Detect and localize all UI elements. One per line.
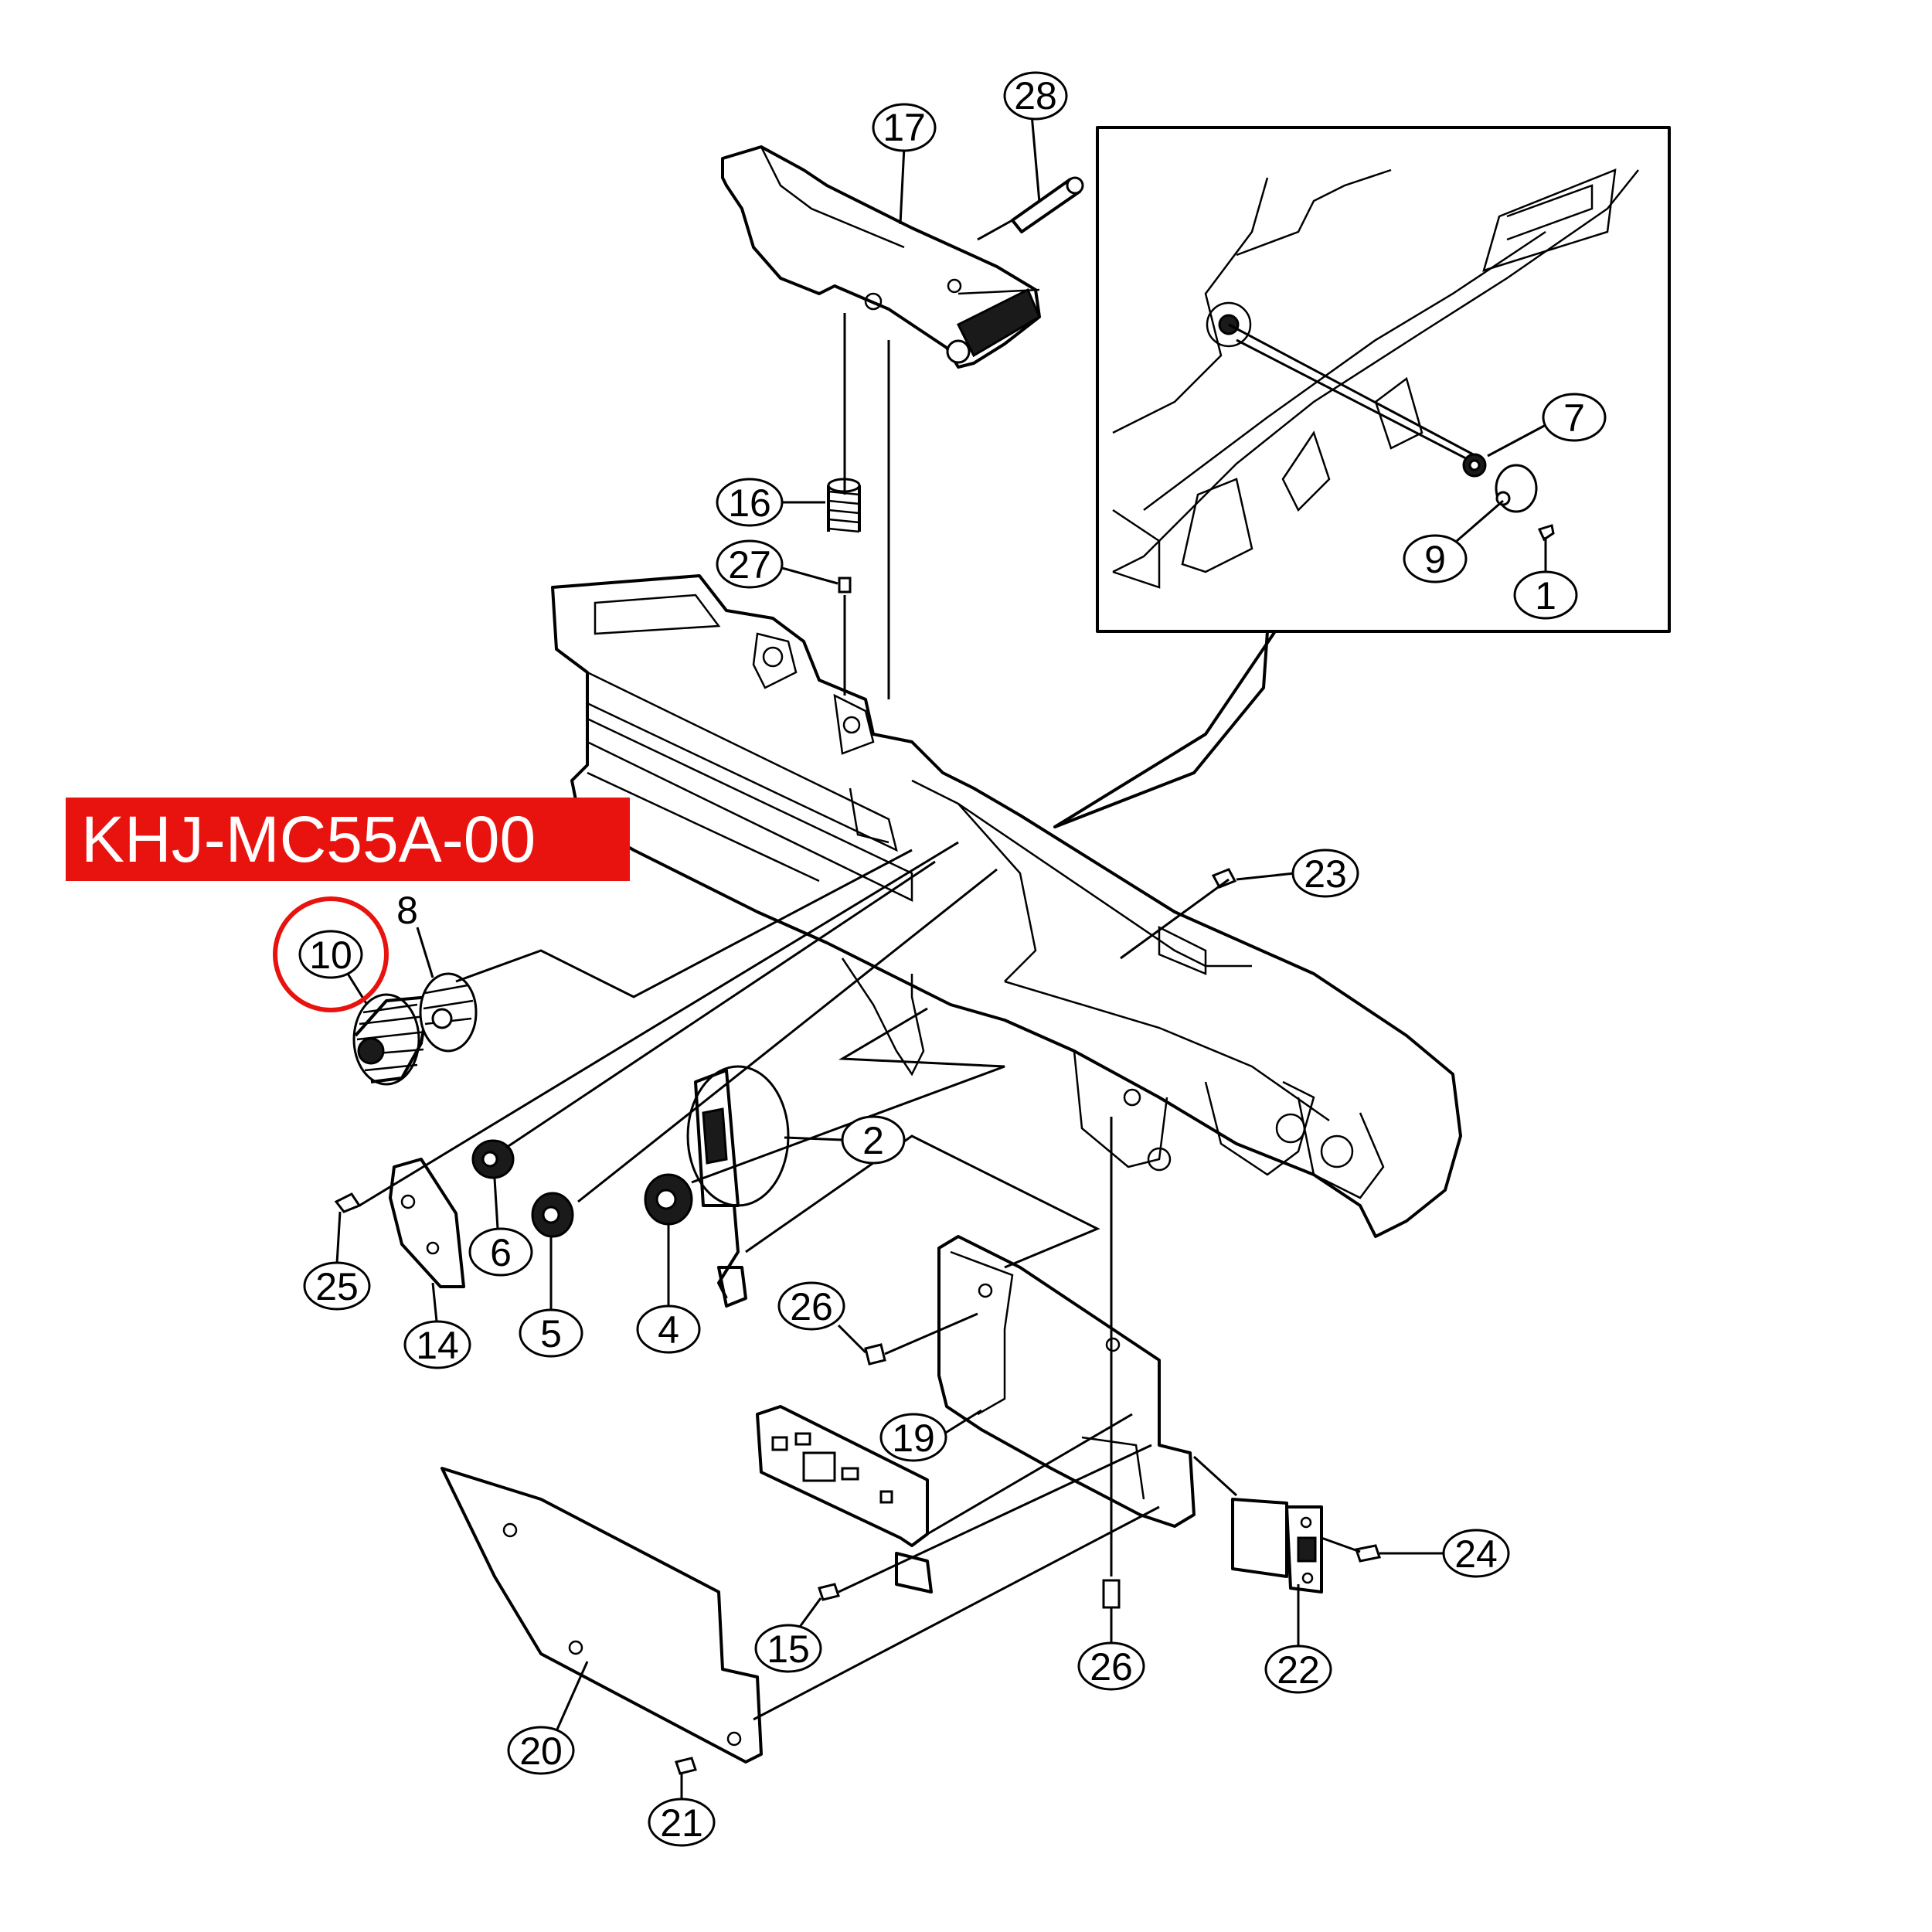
callout-1: 1 [1513, 537, 1578, 620]
callout-2: 2 [784, 1115, 906, 1165]
screw-part-1 [1537, 524, 1555, 542]
roller-part-10 [352, 993, 430, 1086]
upper-lever-part-17 [721, 145, 1041, 369]
callout-label-26b: 26 [1090, 1645, 1133, 1689]
gear-part-7 [1462, 453, 1487, 478]
callout-label-9: 9 [1424, 538, 1446, 581]
callout-14: 14 [403, 1282, 471, 1369]
callout-label-7: 7 [1563, 396, 1585, 440]
screw-part-16 [818, 1583, 840, 1601]
callout-label-26a: 26 [790, 1285, 833, 1328]
part-number-banner: KHJ-MC55A-00 [66, 798, 630, 881]
bracket-frame-part-19 [937, 1235, 1196, 1528]
callouts: 28 17 16 27 [273, 71, 1607, 1847]
callout-label-23: 23 [1304, 852, 1347, 896]
callout-label-10: 10 [309, 934, 352, 977]
screw-part-26b [1102, 1579, 1121, 1609]
callout-20: 20 [507, 1661, 589, 1775]
connector-part-22 [1231, 1498, 1323, 1594]
callout-label-4: 4 [658, 1308, 679, 1352]
callout-19: 19 [879, 1409, 982, 1462]
screw-part-23 [1211, 868, 1237, 889]
callout-label-17: 17 [883, 106, 926, 149]
callout-25: 25 [303, 1211, 371, 1311]
callout-label-20: 20 [519, 1730, 563, 1773]
callout-8: 8 [396, 889, 434, 978]
callout-21: 21 [648, 1774, 716, 1847]
callout-label-6: 6 [490, 1231, 512, 1274]
callout-9: 9 [1403, 499, 1504, 583]
set-screw-part-27 [838, 577, 852, 594]
gear-part-4 [644, 1173, 693, 1226]
callout-label-1: 1 [1535, 574, 1556, 617]
callout-label-24: 24 [1454, 1532, 1498, 1576]
disc-part-9 [1495, 464, 1538, 513]
callout-6: 6 [468, 1178, 533, 1277]
callout-27: 27 [716, 539, 838, 589]
callout-16: 15 [754, 1597, 822, 1673]
callout-label-14: 14 [416, 1324, 459, 1367]
assembly-lines [359, 219, 1361, 1721]
callout-label-15: 16 [728, 481, 771, 525]
callout-label-2: 2 [862, 1119, 884, 1162]
callout-28: 28 [1003, 71, 1068, 203]
pin-part-28 [1011, 176, 1084, 233]
callout-label-8: 8 [396, 889, 418, 932]
callout-label-22: 22 [1277, 1648, 1320, 1692]
callout-label-5: 5 [540, 1312, 562, 1355]
callout-4: 4 [636, 1225, 701, 1354]
highlight-ring [273, 896, 389, 1012]
callout-label-25: 25 [315, 1265, 359, 1308]
callout-label-21: 21 [660, 1801, 703, 1845]
callout-22: 22 [1264, 1584, 1332, 1694]
motor-part-2 [686, 1065, 790, 1308]
screw-part-26a [864, 1343, 886, 1366]
callout-label-27: 27 [728, 543, 771, 587]
roller-part-8 [419, 972, 478, 1053]
detail-inset [1053, 126, 1671, 828]
cover-plate-part-20 [440, 1467, 763, 1764]
screw-part-24 [1355, 1544, 1381, 1563]
gear-part-6 [471, 860, 936, 1179]
callout-label-28: 28 [1014, 74, 1057, 117]
circuit-board [756, 1405, 933, 1594]
screw-part-21 [675, 1757, 697, 1775]
callout-17: 17 [872, 103, 937, 225]
callout-5: 5 [519, 1236, 583, 1358]
screw-part-25 [334, 1192, 362, 1213]
gear-part-5 [531, 1192, 574, 1238]
bracket-part-14 [389, 1158, 465, 1288]
callout-7: 7 [1487, 393, 1607, 457]
callout-26b: 26 [1077, 1607, 1145, 1691]
feeder-frame [551, 574, 1462, 1238]
callout-label-19: 19 [892, 1417, 935, 1460]
callout-26a: 26 [777, 1281, 867, 1354]
callout-23: 23 [1236, 849, 1359, 898]
callout-label-16: 15 [767, 1628, 810, 1671]
callout-10: 10 [273, 896, 389, 1012]
callout-15: 16 [716, 478, 825, 527]
callout-24: 24 [1379, 1529, 1510, 1578]
